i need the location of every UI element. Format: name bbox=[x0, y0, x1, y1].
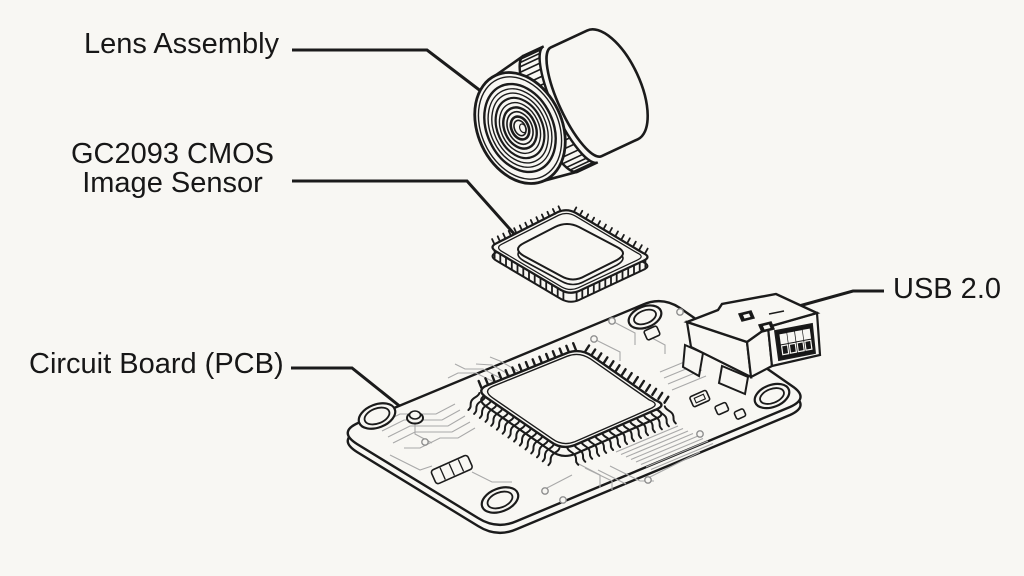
sensor-die-area bbox=[517, 223, 624, 281]
pcb-components bbox=[430, 325, 747, 485]
cmos-sensor-drawing bbox=[491, 205, 649, 303]
pcb-vias bbox=[421, 308, 704, 504]
usb-shell-holes bbox=[737, 310, 785, 333]
sensor-castellation-pins bbox=[493, 249, 647, 302]
lens-face-rings bbox=[473, 71, 567, 185]
leader-lines bbox=[291, 48, 884, 418]
pcb-trace-bundle bbox=[615, 425, 714, 471]
qfp-chip-drawing bbox=[467, 342, 677, 467]
usb-connector-drawing bbox=[681, 292, 822, 396]
label-image-sensor-line2: Image Sensor bbox=[82, 167, 263, 199]
pcb-traces bbox=[377, 320, 707, 490]
pcb-mounting-holes bbox=[357, 304, 791, 514]
sensor-top-edge-pins bbox=[491, 205, 649, 255]
leader-sensor bbox=[292, 179, 518, 237]
leader-usb bbox=[798, 289, 884, 308]
leader-pcb bbox=[291, 366, 413, 418]
label-image-sensor-line1: GC2093 CMOS bbox=[70, 138, 275, 170]
leader-lens bbox=[292, 48, 483, 94]
qfp-pins bbox=[467, 342, 677, 467]
label-circuit-board: Circuit Board (PCB) bbox=[29, 348, 284, 380]
label-usb: USB 2.0 bbox=[893, 273, 1001, 305]
label-image-sensor: GC2093 CMOS Image Sensor bbox=[60, 140, 285, 198]
pcb-test-point bbox=[406, 410, 424, 425]
label-lens-assembly: Lens Assembly bbox=[84, 28, 280, 60]
usb-contacts bbox=[779, 328, 813, 356]
lens-assembly-drawing bbox=[473, 28, 649, 185]
